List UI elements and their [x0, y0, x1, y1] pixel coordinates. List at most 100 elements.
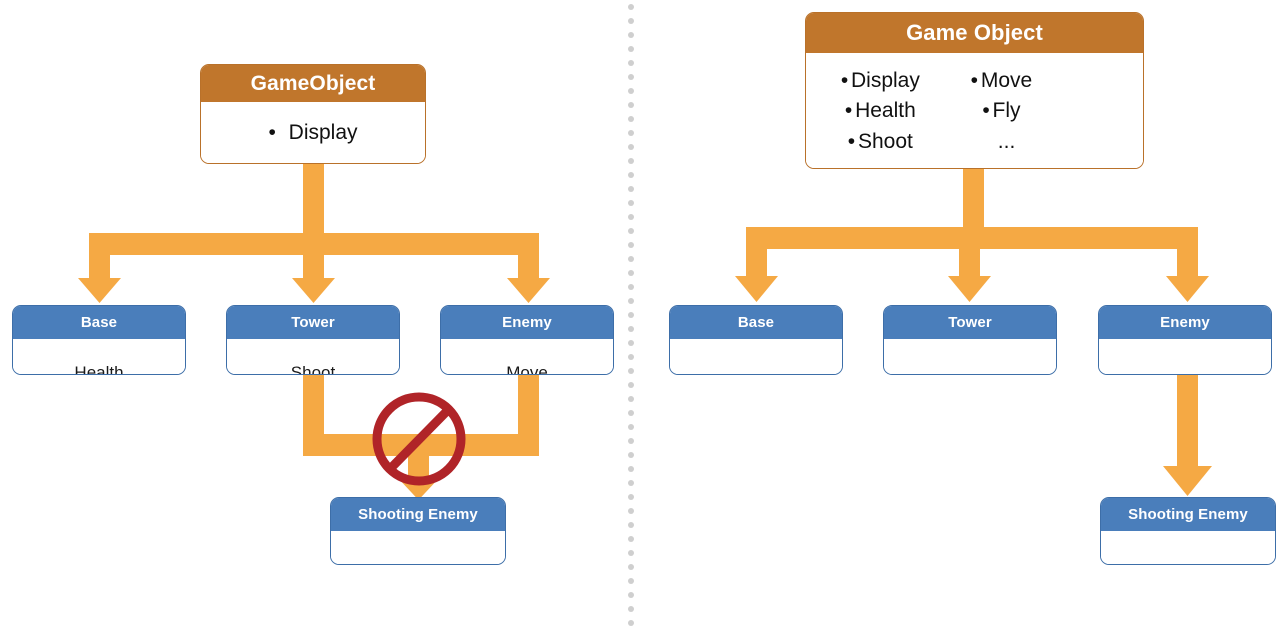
edge-enemy-r-leaf-head — [1163, 466, 1212, 496]
edge-enemy-merge-stem — [518, 374, 539, 434]
gameobject-right-item-display: •Display — [838, 66, 920, 96]
node-tower-left[interactable]: Tower Shoot — [226, 305, 400, 375]
divider-dot — [628, 522, 634, 528]
divider-dot — [628, 564, 634, 570]
gameobject-right-item-fly-label: Fly — [992, 99, 1021, 123]
divider-dot — [628, 550, 634, 556]
gameobject-right-component-list: •Display •Health •Shoot •Move •Fly ... — [838, 66, 1032, 157]
divider-dot — [628, 172, 634, 178]
divider-dot — [628, 270, 634, 276]
divider-dot — [628, 410, 634, 416]
divider-dot — [628, 438, 634, 444]
edge-gameobject-enemy-stem — [518, 248, 539, 283]
gameobject-right-item-move-label: Move — [980, 68, 1033, 92]
bullet-glyph: • — [970, 68, 979, 92]
edge-gameobject-tower-head — [292, 278, 335, 303]
bullet-glyph: • — [840, 68, 849, 92]
node-shooting-enemy-left-title: Shooting Enemy — [331, 498, 505, 531]
divider-dot — [628, 130, 634, 136]
gameobject-right-item-shoot: •Shoot — [838, 127, 920, 157]
node-gameobject-left[interactable]: GameObject • Display — [200, 64, 426, 164]
node-base-right[interactable]: Base — [669, 305, 843, 375]
node-tower-right[interactable]: Tower — [883, 305, 1057, 375]
divider-dot — [628, 606, 634, 612]
bullet-glyph: • — [982, 99, 990, 123]
divider-dot — [628, 102, 634, 108]
divider-dot — [628, 46, 634, 52]
edge-tower-merge-stem — [303, 374, 324, 434]
divider-dot — [628, 620, 634, 626]
gameobject-left-item-display: • Display — [268, 120, 357, 146]
divider-dot — [628, 382, 634, 388]
divider-dot — [628, 284, 634, 290]
panel-divider — [628, 0, 634, 639]
edge-enemy-r-leaf-stem — [1177, 374, 1198, 470]
node-gameobject-left-title: GameObject — [201, 65, 425, 102]
divider-dot — [628, 354, 634, 360]
edge-gameobject-r-trunk — [963, 168, 984, 230]
gameobject-right-item-health: •Health — [838, 96, 920, 126]
bullet-glyph: • — [847, 129, 856, 153]
edge-gameobject-r-fanbar — [746, 227, 1198, 249]
divider-dot — [628, 242, 634, 248]
node-base-left-title: Base — [13, 306, 185, 339]
divider-dot — [628, 4, 634, 10]
edge-gameobject-r-base-stem — [746, 242, 767, 280]
gameobject-right-item-ellipsis-label: ... — [997, 129, 1016, 153]
node-tower-right-body — [884, 339, 1056, 374]
edge-gameobject-r-base-head — [735, 276, 778, 302]
edge-gameobject-r-enemy-head — [1166, 276, 1209, 302]
gameobject-right-item-fly: •Fly — [968, 96, 1032, 126]
divider-dot — [628, 578, 634, 584]
node-enemy-left-title: Enemy — [441, 306, 613, 339]
divider-dot — [628, 32, 634, 38]
gameobject-right-item-shoot-label: Shoot — [857, 129, 913, 153]
divider-dot — [628, 396, 634, 402]
node-tower-left-title: Tower — [227, 306, 399, 339]
gameobject-right-item-move: •Move — [968, 66, 1033, 96]
divider-dot — [628, 480, 634, 486]
gameobject-right-item-display-label: Display — [851, 68, 920, 92]
node-base-right-title: Base — [670, 306, 842, 339]
divider-dot — [628, 312, 634, 318]
divider-dot — [628, 298, 634, 304]
edge-gameobject-r-enemy-stem — [1177, 242, 1198, 280]
node-gameobject-right[interactable]: Game Object •Display •Health •Shoot •Mov… — [805, 12, 1144, 169]
node-shooting-enemy-right[interactable]: Shooting Enemy — [1100, 497, 1276, 565]
node-gameobject-right-body: •Display •Health •Shoot •Move •Fly ... — [806, 53, 1143, 168]
edge-gameobject-base-head — [78, 278, 121, 303]
edge-gameobject-tower-stem — [303, 248, 324, 283]
node-base-right-body — [670, 339, 842, 374]
gameobject-right-column-2: •Move •Fly ... — [968, 66, 1033, 157]
node-enemy-right[interactable]: Enemy — [1098, 305, 1272, 375]
divider-dot — [628, 74, 634, 80]
node-enemy-left[interactable]: Enemy Move — [440, 305, 614, 375]
node-shooting-enemy-right-title: Shooting Enemy — [1101, 498, 1275, 531]
bullet-glyph: • — [844, 99, 853, 123]
node-tower-left-body: Shoot — [227, 339, 399, 374]
edge-gameobject-r-tower-head — [948, 276, 991, 302]
node-shooting-enemy-right-body — [1101, 531, 1275, 564]
gameobject-right-item-ellipsis: ... — [968, 127, 1032, 157]
node-enemy-right-body — [1099, 339, 1271, 374]
divider-dot — [628, 116, 634, 122]
divider-dot — [628, 368, 634, 374]
gameobject-left-item-display-label: Display — [288, 121, 358, 145]
divider-dot — [628, 88, 634, 94]
divider-dot — [628, 214, 634, 220]
divider-dot — [628, 494, 634, 500]
divider-dot — [628, 452, 634, 458]
node-base-left[interactable]: Base Health — [12, 305, 186, 375]
node-gameobject-right-title: Game Object — [806, 13, 1143, 53]
node-shooting-enemy-left[interactable]: Shooting Enemy — [330, 497, 506, 565]
node-tower-right-title: Tower — [884, 306, 1056, 339]
divider-dot — [628, 326, 634, 332]
node-shooting-enemy-left-body — [331, 531, 505, 564]
divider-dot — [628, 186, 634, 192]
node-base-left-body: Health — [13, 339, 185, 374]
divider-dot — [628, 228, 634, 234]
gameobject-right-column-1: •Display •Health •Shoot — [838, 66, 920, 157]
divider-dot — [628, 256, 634, 262]
